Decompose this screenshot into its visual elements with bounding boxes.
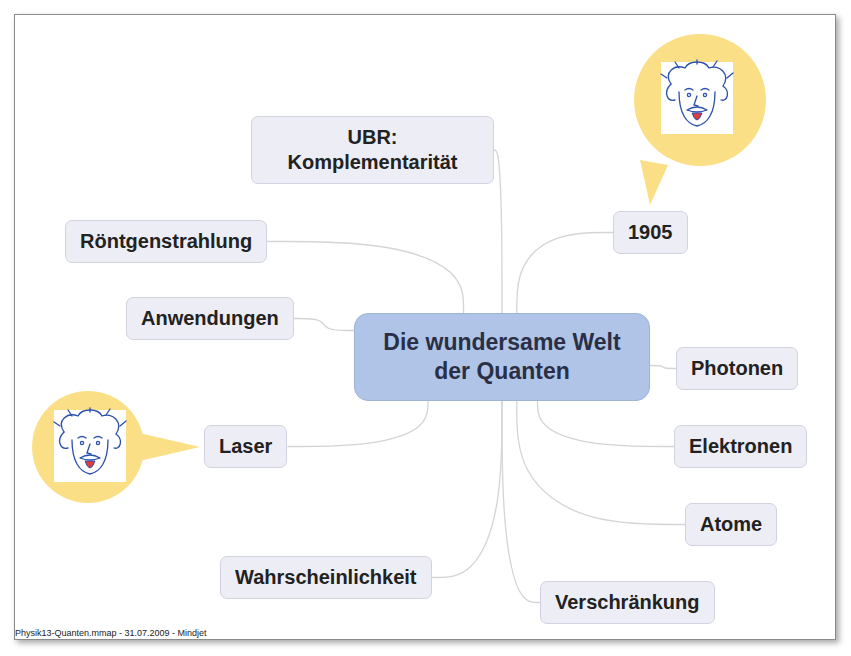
branch-connector bbox=[267, 242, 463, 314]
branch-connector bbox=[502, 401, 540, 603]
topic-text: Wahrscheinlichkeit bbox=[235, 565, 417, 590]
topic-text: UBR: Komplementarität bbox=[272, 125, 473, 175]
branch-topic: Anwendungen bbox=[126, 297, 294, 340]
topic-text: Atome bbox=[700, 512, 762, 537]
branch-topic: Atome bbox=[685, 503, 777, 546]
footer-note: Physik13-Quanten.mmap - 31.07.2009 - Min… bbox=[15, 628, 207, 638]
topic-text: Anwendungen bbox=[141, 306, 279, 331]
branch-topic: 1905 bbox=[613, 211, 688, 254]
branch-connector bbox=[538, 401, 674, 447]
branch-connector bbox=[294, 319, 354, 331]
branch-connector bbox=[650, 366, 676, 369]
branch-connector bbox=[517, 233, 613, 314]
branch-topic: Röntgenstrahlung bbox=[65, 220, 267, 263]
branch-topic: Elektronen bbox=[674, 425, 807, 468]
topic-text: Verschränkung bbox=[555, 590, 700, 615]
branch-connector bbox=[287, 401, 428, 447]
topic-text: Röntgenstrahlung bbox=[80, 229, 252, 254]
einstein-callout bbox=[634, 34, 766, 205]
topic-text: Photonen bbox=[691, 356, 783, 381]
branch-connector bbox=[494, 150, 502, 313]
branch-topic: UBR: Komplementarität bbox=[251, 116, 494, 184]
topic-text: Elektronen bbox=[689, 434, 792, 459]
branch-topic: Wahrscheinlichkeit bbox=[220, 556, 432, 599]
branch-topic: Laser bbox=[204, 425, 287, 468]
topic-text: Laser bbox=[219, 434, 272, 459]
branch-topic: Photonen bbox=[676, 347, 798, 390]
branch-topic: Verschränkung bbox=[540, 581, 715, 624]
branch-connector bbox=[517, 401, 685, 525]
einstein-callout bbox=[32, 391, 200, 503]
topic-text: 1905 bbox=[628, 220, 673, 245]
topic-text: Die wundersame Welt der Quanten bbox=[375, 328, 629, 386]
branch-connector bbox=[432, 401, 502, 578]
central-topic: Die wundersame Welt der Quanten bbox=[354, 313, 650, 401]
